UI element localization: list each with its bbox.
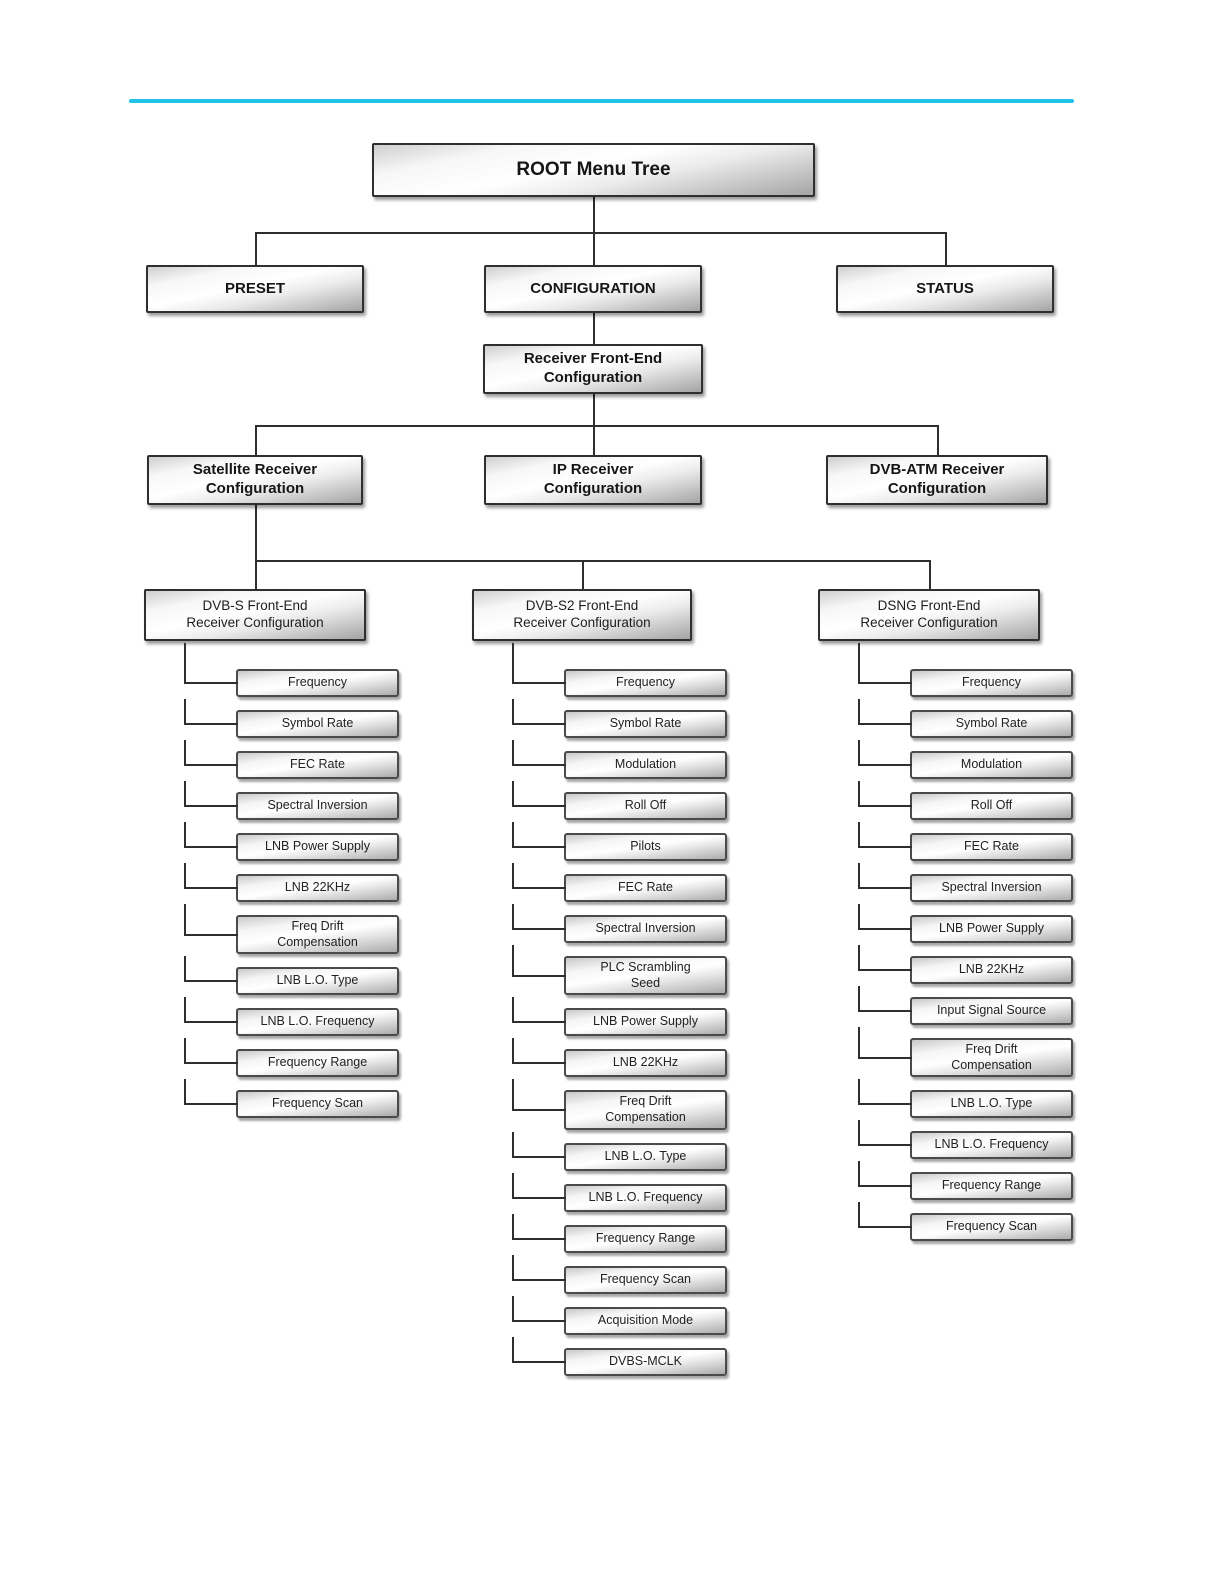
menu-item-box: LNB 22KHz (858, 945, 1073, 984)
menu-item-box: Frequency Range (858, 1161, 1073, 1201)
menu-item-box: Modulation (858, 740, 1073, 779)
connector (255, 232, 947, 234)
menu-item-box: Freq Drift Compensation (858, 1026, 1073, 1078)
dsng-front-end-box: DSNG Front-End Receiver Configuration (818, 589, 1040, 641)
menu-item-box: Frequency Range (184, 1038, 399, 1078)
dvb-s2-column: DVB-S2 Front-End Receiver Configuration … (472, 589, 727, 1376)
menu-item-box: LNB L.O. Frequency (512, 1172, 727, 1212)
menu-item-box: FEC Rate (858, 822, 1073, 861)
menu-item-box: Modulation (512, 740, 727, 779)
menu-item-box: Pilots (512, 822, 727, 861)
connector (255, 560, 257, 589)
configuration-box: CONFIGURATION (484, 265, 702, 313)
connector (593, 197, 595, 232)
connector (255, 425, 257, 455)
menu-item-box: Roll Off (512, 781, 727, 820)
menu-item-box: Acquisition Mode (512, 1295, 727, 1335)
menu-item-box: LNB Power Supply (512, 997, 727, 1037)
menu-item-box: Frequency Range (512, 1213, 727, 1253)
connector (937, 425, 939, 455)
connector (255, 560, 931, 562)
connector (593, 425, 595, 455)
menu-item-box: Frequency (858, 643, 1073, 697)
menu-item-box: Input Signal Source (858, 986, 1073, 1025)
root-menu-tree-box: ROOT Menu Tree (372, 143, 815, 197)
connector (929, 560, 931, 589)
menu-item-box: LNB Power Supply (858, 904, 1073, 943)
menu-item-box: Frequency Scan (512, 1254, 727, 1294)
receiver-front-end-configuration-box: Receiver Front-End Configuration (483, 344, 703, 394)
menu-item-box: Frequency (512, 643, 727, 697)
connector (593, 394, 595, 425)
menu-item-box: Roll Off (858, 781, 1073, 820)
menu-item-box: Frequency Scan (184, 1079, 399, 1119)
menu-item-box: LNB L.O. Frequency (858, 1120, 1073, 1160)
connector (255, 505, 257, 560)
menu-item-box: Symbol Rate (512, 699, 727, 738)
menu-item-box: LNB L.O. Frequency (184, 997, 399, 1037)
menu-item-box: LNB 22KHz (184, 863, 399, 902)
menu-item-box: LNB Power Supply (184, 822, 399, 861)
menu-item-box: Symbol Rate (858, 699, 1073, 738)
connector (255, 232, 257, 265)
connector (593, 313, 595, 344)
dvb-atm-receiver-configuration-box: DVB-ATM Receiver Configuration (826, 455, 1048, 505)
menu-item-box: FEC Rate (184, 740, 399, 779)
menu-item-box: Freq Drift Compensation (512, 1079, 727, 1130)
top-accent-rule (129, 99, 1074, 103)
menu-item-box: Symbol Rate (184, 699, 399, 738)
menu-item-box: Freq Drift Compensation (184, 903, 399, 955)
menu-item-box: Spectral Inversion (858, 863, 1073, 902)
menu-item-box: LNB L.O. Type (184, 956, 399, 996)
ip-receiver-configuration-box: IP Receiver Configuration (484, 455, 702, 505)
menu-item-box: LNB 22KHz (512, 1038, 727, 1078)
menu-item-box: Spectral Inversion (184, 781, 399, 820)
status-box: STATUS (836, 265, 1054, 313)
menu-item-box: Spectral Inversion (512, 904, 727, 943)
connector (582, 560, 584, 589)
dvb-s-front-end-box: DVB-S Front-End Receiver Configuration (144, 589, 366, 641)
menu-item-box: LNB L.O. Type (512, 1131, 727, 1171)
menu-item-box: Frequency (184, 643, 399, 697)
dvb-s-column: DVB-S Front-End Receiver Configuration F… (144, 589, 399, 1119)
dvb-s2-front-end-box: DVB-S2 Front-End Receiver Configuration (472, 589, 692, 641)
menu-item-box: PLC Scrambling Seed (512, 944, 727, 996)
connector (255, 425, 939, 427)
preset-box: PRESET (146, 265, 364, 313)
menu-item-box: Frequency Scan (858, 1202, 1073, 1242)
menu-item-box: LNB L.O. Type (858, 1079, 1073, 1119)
dsng-column: DSNG Front-End Receiver Configuration Fr… (818, 589, 1073, 1242)
menu-item-box: DVBS-MCLK (512, 1336, 727, 1376)
satellite-receiver-configuration-box: Satellite Receiver Configuration (147, 455, 363, 505)
connector (593, 232, 595, 265)
menu-item-box: FEC Rate (512, 863, 727, 902)
connector (945, 232, 947, 265)
